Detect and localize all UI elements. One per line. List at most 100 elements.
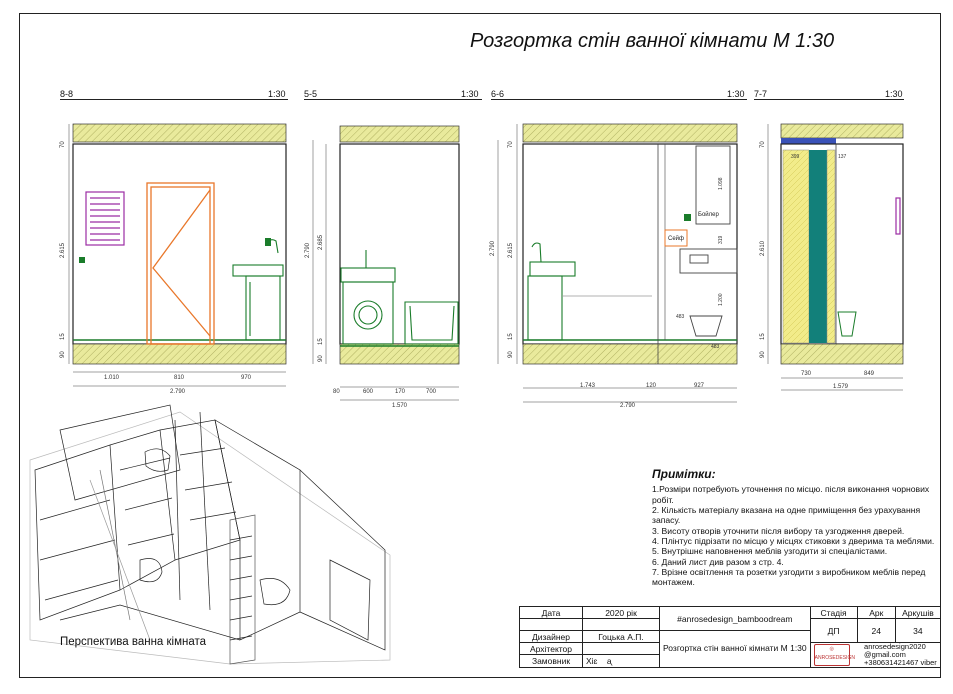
notes-block: Примітки: 1.Розміри потребують уточнення… xyxy=(652,467,937,588)
floor-hatch xyxy=(72,343,287,365)
dim-55-total: 1.570 xyxy=(392,403,408,409)
dim-66-total: 2.790 xyxy=(620,403,636,409)
section-line-8-8 xyxy=(60,99,288,100)
section-scale-5-5: 1:30 xyxy=(461,89,479,99)
title-block: Дата 2020 рік #anrosedesign_bamboodream … xyxy=(519,606,941,668)
note-item: 2. Кількість матеріалу вказана на одне п… xyxy=(652,505,921,526)
customer-signature: Xiɛ ᶏ xyxy=(582,654,660,668)
boiler-label: Бойлер xyxy=(698,211,719,218)
section-label-6-6: 6-6 xyxy=(491,89,505,99)
dim-88-v1: 70 xyxy=(60,141,66,148)
hashtag: #anrosedesign_bamboodream xyxy=(659,606,811,631)
note-item: 1.Розміри потребують уточнення по місцю.… xyxy=(652,484,930,505)
dim-77-v1: 70 xyxy=(760,141,766,148)
section-scale-8-8: 1:30 xyxy=(268,89,286,99)
date-label: Дата xyxy=(519,606,583,619)
dim-88-seg1: 1.010 xyxy=(104,375,120,381)
dim-88-seg2: 810 xyxy=(174,375,185,381)
dim-66-v4: 90 xyxy=(508,351,514,358)
note-item: 5. Внутрішнє наповнення меблів узгодити … xyxy=(652,546,888,557)
dim-66-seg2: 120 xyxy=(646,383,657,389)
section-label-5-5: 5-5 xyxy=(304,89,318,99)
designer-value: Гоцька А.П. xyxy=(582,630,660,643)
dim-55-seg2: 600 xyxy=(363,389,374,395)
dim-66-i5: 483 xyxy=(711,344,720,350)
contact-phone: +380631421467 viber xyxy=(864,657,937,667)
empty-cell xyxy=(519,618,583,631)
dim-77-t2: 137 xyxy=(838,154,847,160)
sink-cabinet-66 xyxy=(527,242,576,341)
dim-66-seg3: 927 xyxy=(694,383,705,389)
sheet-label: Арк xyxy=(856,606,897,619)
perspective-sketch xyxy=(29,404,391,665)
sheet-value: 24 xyxy=(856,618,897,643)
dim-66-v2: 2.615 xyxy=(508,242,514,258)
section-line-7-7 xyxy=(754,99,904,100)
ceiling-hatch xyxy=(72,123,287,143)
dim-66-v1: 70 xyxy=(508,141,514,148)
customer-label: Замовник xyxy=(519,654,583,668)
sheets-value: 34 xyxy=(895,618,941,643)
designer-label: Дизайнер xyxy=(519,630,583,643)
dim-66-i2: 319 xyxy=(718,235,724,244)
dim-88-v4: 90 xyxy=(60,351,66,358)
dim-55-v4: 90 xyxy=(318,355,324,362)
dim-88-v3: 15 xyxy=(60,333,66,340)
elevation-8-8: 1.010 810 970 2.790 70 2.615 15 90 xyxy=(60,123,287,395)
dim-77-total: 1.579 xyxy=(833,384,849,390)
dim-88-seg3: 970 xyxy=(241,375,252,381)
dim-55-v2: 2.685 xyxy=(318,234,324,250)
empty-cell xyxy=(582,618,660,631)
sheet-title: Розгортка стін ванної кімнати М 1:30 xyxy=(470,30,835,52)
dim-88-v2: 2.615 xyxy=(60,242,66,258)
note-item: 4. Плінтус підрізати по місцю у місцях с… xyxy=(652,535,935,546)
sheet-frame xyxy=(19,13,941,678)
dim-77-seg1: 730 xyxy=(801,371,812,377)
contact-name: anrosedesign2020 xyxy=(864,642,926,651)
dim-55-seg4: 700 xyxy=(426,389,437,395)
note-item: 3. Висоту отворів уточнити після вибору … xyxy=(652,525,905,536)
elevation-5-5: 2.790 2.685 15 90 80 600 170 700 1.570 xyxy=(305,125,460,409)
door xyxy=(146,182,215,345)
empty-cell xyxy=(582,641,660,656)
dim-55-v3: 15 xyxy=(318,338,324,345)
dim-88-total: 2.790 xyxy=(170,389,186,395)
dim-77-seg2: 849 xyxy=(864,371,875,377)
perspective-label: Перспектива ванна кімната xyxy=(60,636,207,648)
elevation-6-6: Бойлер Сейф 1.098 319 1.200 483 483 2.79… xyxy=(490,123,738,409)
dim-77-v2: 2.610 xyxy=(760,240,766,256)
dim-55-seg1: 80 xyxy=(333,389,340,395)
section-scale-7-7: 1:30 xyxy=(885,89,903,99)
sheets-label: Аркушів xyxy=(895,606,941,619)
note-item: 6. Даний лист див разом з стр. 4. xyxy=(652,556,784,567)
dim-66-seg1: 1.743 xyxy=(580,383,596,389)
contact-email: @gmail.com xyxy=(864,649,906,659)
towel-rail xyxy=(85,191,125,246)
note-item: 7. Врізне освітлення та розетки узгодити… xyxy=(652,566,926,588)
sheet-name: Розгортка стін ванної кімнати М 1:30 xyxy=(659,630,811,668)
section-line-6-6 xyxy=(491,99,747,100)
notes-heading: Примітки: xyxy=(652,467,716,481)
dim-66-i4: 483 xyxy=(676,314,685,320)
wall-outline xyxy=(72,143,287,345)
dim-55-v1: 2.790 xyxy=(305,242,311,258)
section-scale-6-6: 1:30 xyxy=(727,89,745,99)
architect-label: Архітектор xyxy=(519,641,583,656)
stage-label: Стадія xyxy=(809,606,858,619)
dim-66-v3: 15 xyxy=(508,333,514,340)
safe-label: Сейф xyxy=(668,235,684,242)
studio-logo: ◎ANROSEDESIGN xyxy=(813,643,855,666)
boiler-cabinet xyxy=(679,145,738,337)
dim-77-v3: 15 xyxy=(760,333,766,340)
section-label-7-7: 7-7 xyxy=(754,89,768,99)
section-label-8-8: 8-8 xyxy=(60,89,74,99)
bathtub xyxy=(404,301,459,345)
dim-66-i1: 1.098 xyxy=(718,177,724,190)
section-line-5-5 xyxy=(304,99,482,100)
dim-55-seg3: 170 xyxy=(395,389,406,395)
dim-77-v4: 90 xyxy=(760,351,766,358)
vanity xyxy=(232,239,284,341)
date-value: 2020 рік xyxy=(582,606,660,619)
